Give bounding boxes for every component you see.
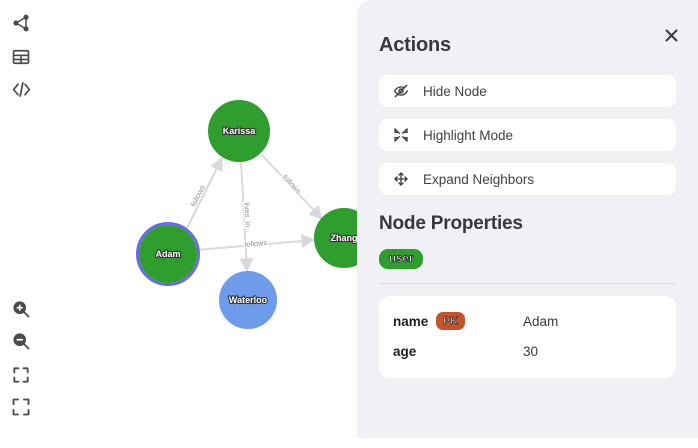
node-properties-title: Node Properties: [379, 213, 523, 234]
node-label: Karissa: [223, 126, 257, 136]
hide-node-button[interactable]: Hide Node: [379, 75, 676, 107]
primary-key-badge: PK: [436, 312, 465, 330]
property-key-wrap: name PK: [393, 312, 523, 330]
node-circle[interactable]: [139, 225, 197, 283]
hide-node-label: Hide Node: [423, 83, 487, 99]
highlight-mode-label: Highlight Mode: [423, 127, 514, 143]
property-key: name: [393, 313, 429, 329]
property-key-wrap: age: [393, 344, 523, 359]
expand-arrows-icon: [393, 171, 409, 187]
property-value: Adam: [523, 313, 559, 329]
node-circle[interactable]: [219, 271, 277, 329]
node-label: Adam: [155, 249, 180, 259]
property-row: name PK Adam: [393, 306, 662, 336]
zoom-in-icon[interactable]: [8, 296, 34, 322]
zoom-out-icon[interactable]: [8, 328, 34, 354]
graph-node[interactable]: Waterloo: [219, 271, 277, 329]
graph-view-icon[interactable]: [8, 10, 34, 36]
close-icon[interactable]: [658, 22, 684, 48]
node-circle[interactable]: [208, 100, 270, 162]
expand-neighbors-button[interactable]: Expand Neighbors: [379, 163, 676, 195]
graph-edge[interactable]: [239, 160, 254, 273]
table-view-icon[interactable]: [8, 44, 34, 70]
graph-node[interactable]: Adam: [136, 222, 200, 286]
graph-edge-label: follows: [281, 173, 303, 196]
property-row: age 30: [393, 336, 662, 366]
graph-edge[interactable]: [261, 154, 323, 221]
eye-off-icon: [393, 83, 409, 99]
node-label-badge: user: [379, 249, 424, 269]
graph-edge-label: lives_in: [242, 202, 252, 227]
divider: [379, 283, 676, 284]
code-view-icon[interactable]: [8, 76, 34, 102]
graph-edge[interactable]: [195, 234, 316, 251]
left-toolbar: [0, 0, 42, 448]
graph-node[interactable]: Karissa: [208, 100, 270, 162]
fullscreen-icon[interactable]: [8, 394, 34, 420]
highlight-mode-button[interactable]: Highlight Mode: [379, 119, 676, 151]
actions-panel: Actions Hide Node: [357, 0, 698, 438]
highlight-icon: [393, 127, 409, 143]
property-key: age: [393, 343, 417, 359]
node-properties-card: name PK Adam age 30: [379, 296, 676, 378]
node-selection-ring: [136, 222, 200, 286]
graph-edge-label: follows: [244, 238, 268, 249]
node-label: Waterloo: [229, 295, 268, 305]
graph-edge[interactable]: [184, 156, 223, 233]
fit-view-icon[interactable]: [8, 362, 34, 388]
node-label: Zhang: [331, 233, 358, 243]
page-title: Actions: [379, 34, 451, 56]
property-value: 30: [523, 343, 539, 359]
expand-neighbors-label: Expand Neighbors: [423, 171, 535, 187]
